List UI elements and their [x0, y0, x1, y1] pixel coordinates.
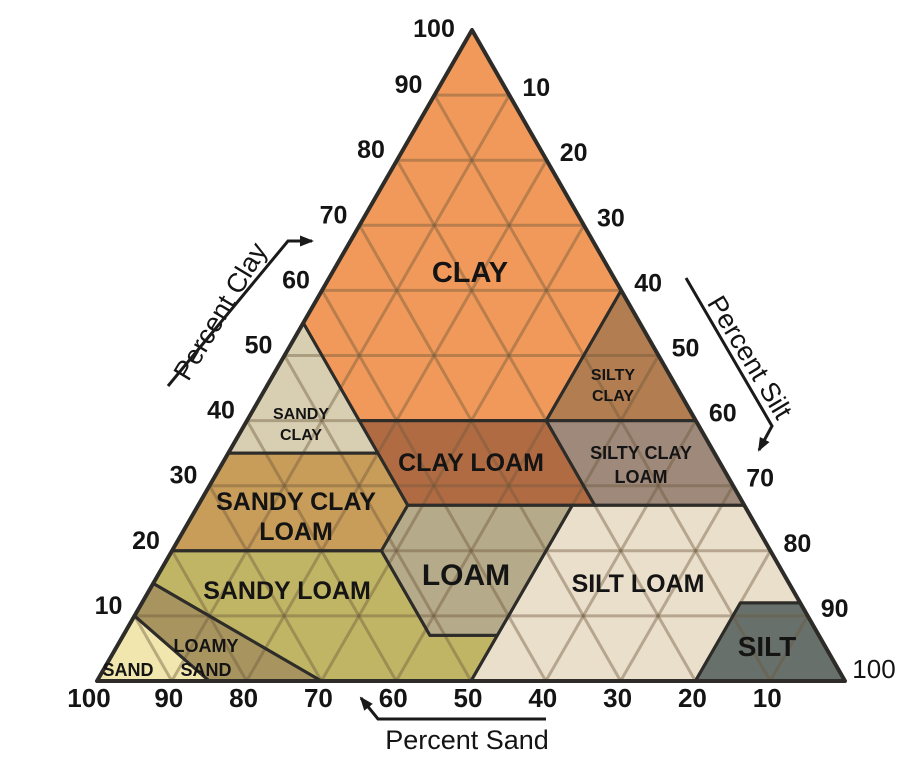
grid-line-silt-90	[768, 615, 809, 682]
silt-tick-20: 20	[560, 139, 588, 167]
sand-tick-80: 80	[229, 683, 258, 713]
sand-tick-100: 100	[67, 683, 110, 713]
region-label-loam: LOAM	[422, 559, 510, 592]
region-sandy-clay	[228, 322, 378, 454]
region-clay	[303, 30, 622, 421]
silt-tick-50: 50	[672, 335, 700, 363]
region-label-sandy-clay-loam: SANDY CLAY	[216, 488, 376, 516]
sand-tick-20: 20	[678, 683, 707, 713]
region-silt-loam	[471, 505, 801, 681]
silt-tick-10: 10	[522, 74, 550, 102]
region-silt	[695, 602, 845, 681]
clay-axis-title: Percent Clay	[168, 237, 274, 385]
clay-tick-60: 60	[282, 266, 310, 294]
region-sandy-clay-loam	[172, 453, 408, 551]
tick-labels: 100 90 80 70 60 50 40 30 20 10 10 20 30 40 50 60 70 80 90 1…	[67, 15, 895, 713]
region-sand	[97, 615, 210, 681]
region-sandy-loam	[153, 550, 498, 681]
silt-tick-80: 80	[783, 530, 811, 558]
region-silty-clay	[546, 290, 696, 421]
region-loam	[381, 505, 573, 636]
sand-tick-30: 30	[603, 683, 632, 713]
clay-tick-20: 20	[132, 527, 160, 555]
clay-tick-100: 100	[413, 15, 455, 43]
grid-line-sand-50	[283, 354, 473, 682]
clay-tick-30: 30	[170, 462, 198, 490]
sand-axis-title: Percent Sand	[385, 725, 549, 755]
silt-tick-90: 90	[821, 595, 849, 623]
region-label-silty-clay-loam: SILTY CLAY	[590, 443, 692, 463]
axis-arrows	[166, 235, 774, 721]
grid-line-sand-10	[433, 94, 772, 682]
grid-line-sand-90	[133, 615, 174, 682]
grid-line-silt-60	[544, 419, 698, 682]
silt-tick-40: 40	[634, 269, 662, 297]
sand-tick-50: 50	[454, 683, 483, 713]
region-silty-clay-loam	[546, 420, 745, 506]
region-label-silt: SILT	[738, 631, 797, 662]
sand-tick-60: 60	[379, 683, 408, 713]
grid-line-sand-70	[208, 484, 323, 682]
grid-line-sand-30	[358, 224, 622, 682]
region-label-clay-loam: CLAY LOAM	[398, 449, 544, 477]
region-fills	[97, 30, 845, 681]
silt-tick-100: 100	[852, 654, 895, 684]
region-label-silty-clay: SILTY	[591, 367, 635, 384]
region-label-sandy-clay-loam: LOAM	[259, 518, 333, 546]
silt-tick-30: 30	[597, 204, 625, 232]
clay-tick-50: 50	[245, 332, 273, 360]
sand-tick-90: 90	[154, 683, 183, 713]
region-label-sandy-clay: CLAY	[280, 427, 322, 444]
clay-tick-90: 90	[395, 71, 423, 99]
sand-tick-10: 10	[753, 683, 782, 713]
grid-line-silt-70	[619, 484, 735, 682]
clay-tick-80: 80	[357, 136, 385, 164]
region-label-loamy-sand: LOAMY	[174, 636, 239, 656]
sand-tick-40: 40	[528, 683, 557, 713]
silt-tick-70: 70	[746, 465, 774, 493]
sand-tick-70: 70	[304, 683, 333, 713]
region-label-loamy-sand: SAND	[180, 660, 231, 680]
clay-axis-arrow	[166, 235, 314, 387]
clay-tick-40: 40	[207, 397, 235, 425]
region-label-sandy-loam: SANDY LOAM	[203, 577, 371, 605]
sand-axis-arrow	[359, 696, 546, 721]
grid-line-silt-30	[320, 224, 586, 682]
region-label-sandy-clay: SANDY	[273, 406, 329, 423]
clay-tick-10: 10	[95, 592, 123, 620]
clay-tick-70: 70	[320, 201, 348, 229]
silt-axis-arrow	[684, 277, 774, 452]
region-label-clay: CLAY	[432, 257, 508, 289]
triangle-border	[95, 28, 847, 683]
region-label-silt-loam: SILT LOAM	[572, 570, 705, 598]
region-labels: CLAY SILTY CLAY SANDY CLAY CLAY LOAM SILTY CLA…	[102, 257, 796, 680]
region-label-sand: SAND	[102, 660, 153, 680]
region-label-silty-clay-loam: LOAM	[615, 467, 668, 487]
triangle-outline	[95, 28, 847, 683]
silt-tick-60: 60	[709, 400, 737, 428]
region-clay-loam	[359, 420, 595, 506]
region-label-silty-clay: CLAY	[592, 388, 634, 405]
